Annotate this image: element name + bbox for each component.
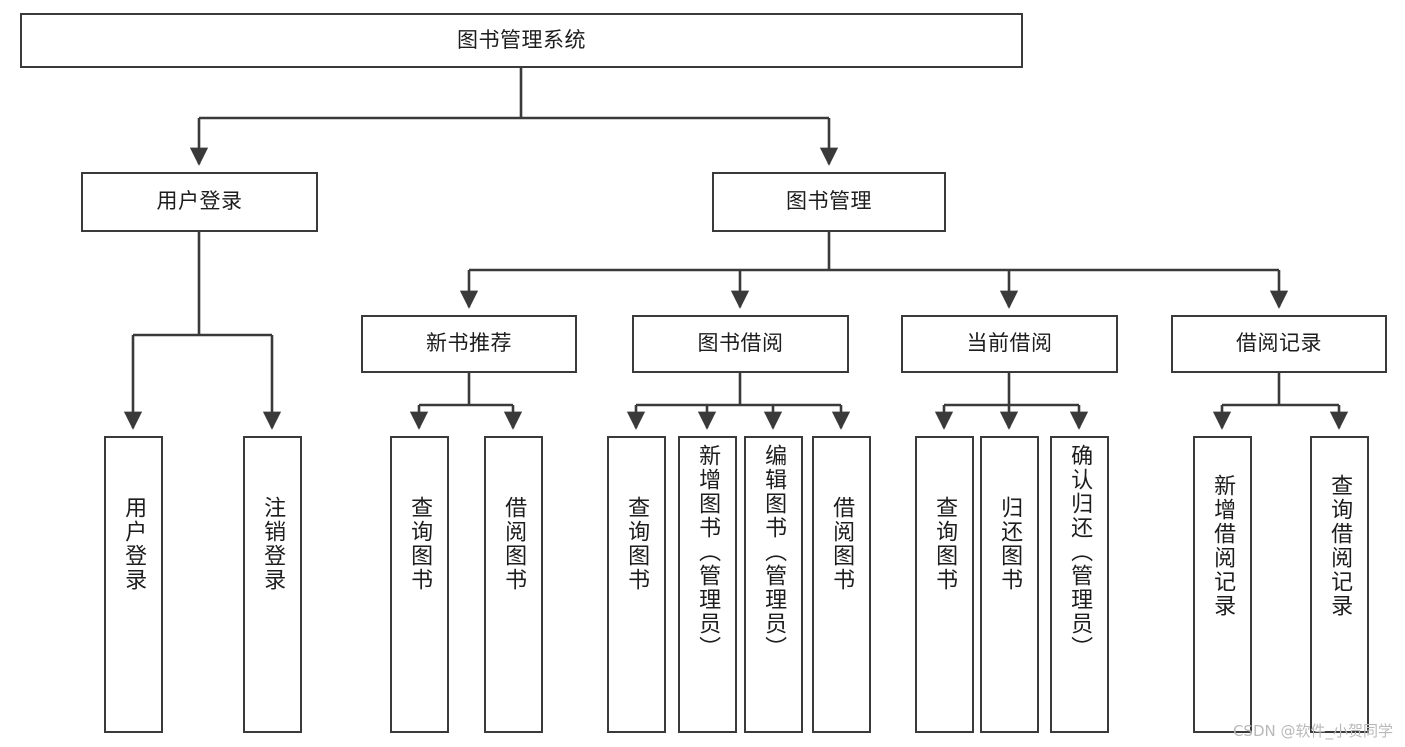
node-leaf-confirm-return[interactable]: 确认归还（管理员）: [1050, 436, 1109, 733]
node-leaf-add-record-label: 新增借阅记录: [1210, 474, 1236, 618]
node-leaf-query-record[interactable]: 查询借阅记录: [1310, 436, 1369, 733]
node-user-login-label: 用户登录: [156, 189, 243, 214]
node-leaf-return-book[interactable]: 归还图书: [980, 436, 1039, 733]
node-leaf-borrow-book-1-label: 借阅图书: [501, 496, 527, 592]
node-leaf-add-record[interactable]: 新增借阅记录: [1193, 436, 1252, 733]
node-leaf-add-book-label: 新增图书（管理员）: [695, 444, 721, 660]
node-user-login[interactable]: 用户登录: [81, 172, 318, 232]
node-leaf-query-record-label: 查询借阅记录: [1327, 474, 1353, 618]
node-new-book-recommend[interactable]: 新书推荐: [361, 315, 577, 373]
node-borrow-record-label: 借阅记录: [1236, 331, 1322, 356]
node-leaf-logout-label: 注销登录: [260, 496, 286, 592]
node-leaf-edit-book[interactable]: 编辑图书（管理员）: [744, 436, 803, 733]
node-leaf-borrow-book-1[interactable]: 借阅图书: [484, 436, 543, 733]
node-leaf-logout[interactable]: 注销登录: [243, 436, 302, 733]
node-leaf-query-book-1-label: 查询图书: [407, 496, 433, 592]
node-root[interactable]: 图书管理系统: [20, 13, 1023, 68]
node-leaf-borrow-book-2-label: 借阅图书: [829, 496, 855, 592]
node-leaf-query-book-2[interactable]: 查询图书: [607, 436, 666, 733]
node-leaf-add-book[interactable]: 新增图书（管理员）: [678, 436, 737, 733]
node-current-borrow[interactable]: 当前借阅: [901, 315, 1118, 373]
node-new-book-recommend-label: 新书推荐: [426, 331, 512, 356]
node-current-borrow-label: 当前借阅: [966, 331, 1053, 356]
node-leaf-query-book-3[interactable]: 查询图书: [915, 436, 974, 733]
watermark: CSDN @软件_小贺同学: [1232, 722, 1393, 740]
node-leaf-user-login-label: 用户登录: [121, 496, 147, 592]
node-leaf-return-book-label: 归还图书: [997, 496, 1023, 592]
node-book-manage-label: 图书管理: [786, 189, 872, 214]
node-book-borrow-label: 图书借阅: [697, 331, 784, 356]
node-root-label: 图书管理系统: [457, 27, 586, 52]
node-leaf-user-login[interactable]: 用户登录: [104, 436, 163, 733]
node-book-borrow[interactable]: 图书借阅: [632, 315, 849, 373]
node-leaf-borrow-book-2[interactable]: 借阅图书: [812, 436, 871, 733]
node-leaf-confirm-return-label: 确认归还（管理员）: [1067, 444, 1093, 660]
node-leaf-query-book-3-label: 查询图书: [932, 496, 958, 592]
node-leaf-edit-book-label: 编辑图书（管理员）: [761, 444, 787, 660]
node-borrow-record[interactable]: 借阅记录: [1171, 315, 1387, 373]
node-book-manage[interactable]: 图书管理: [712, 172, 946, 232]
node-leaf-query-book-2-label: 查询图书: [624, 496, 650, 592]
node-leaf-query-book-1[interactable]: 查询图书: [390, 436, 449, 733]
